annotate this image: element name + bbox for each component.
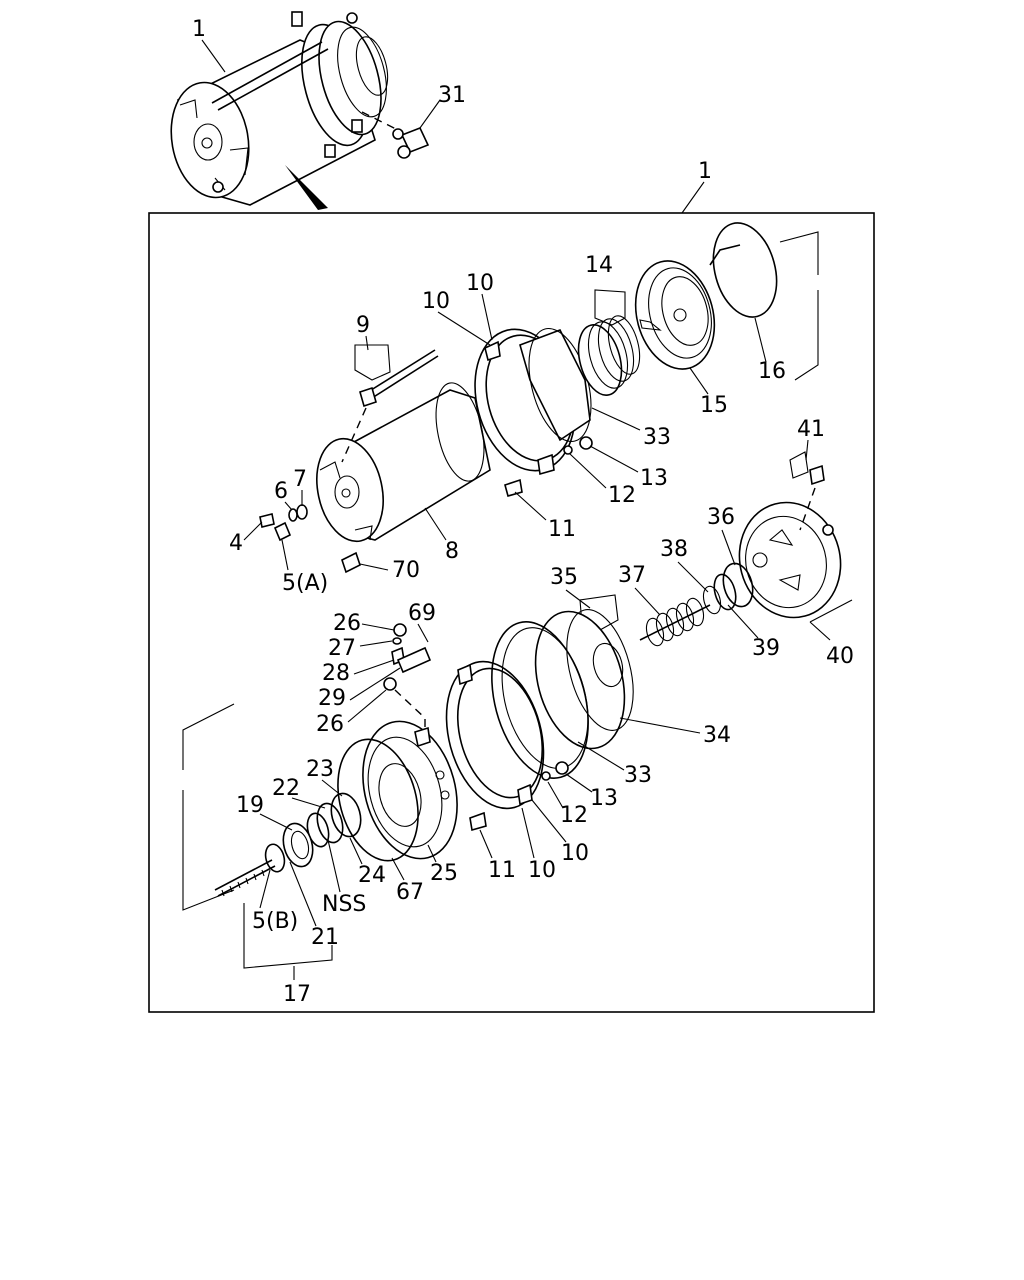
callout-29: 29 [318,686,346,711]
exploded-view-frame [148,212,875,1013]
callout-11-a: 11 [548,517,576,542]
callout-28: 28 [322,661,350,686]
callout-24: 24 [358,863,386,888]
callout-26-b: 26 [316,712,344,737]
callout-70: 70 [392,558,420,583]
callout-13-a: 13 [640,466,668,491]
callout-19: 19 [236,793,264,818]
callout-9: 9 [356,313,370,338]
callout-27: 27 [328,636,356,661]
callout-33-b: 33 [624,763,652,788]
callout-37: 37 [618,563,646,588]
upper-exploded-group [259,222,819,574]
callout-25: 25 [430,861,458,886]
callout-12-a: 12 [608,483,636,508]
callout-23: 23 [306,757,334,782]
callout-5a: 5(A) [282,571,328,596]
callout-17: 17 [283,982,311,1007]
callout-41: 41 [797,417,825,442]
callout-38: 38 [660,537,688,562]
callout-6: 6 [274,479,288,504]
callout-36: 36 [707,505,735,530]
callout-11-b: 11 [488,858,516,883]
callout-10-b: 10 [466,271,494,296]
callout-33-a: 33 [643,425,671,450]
callout-1-overview: 1 [192,17,206,42]
callout-40: 40 [826,644,854,669]
callout-35: 35 [550,565,578,590]
callout-10-c: 10 [528,858,556,883]
callout-nss: NSS [322,892,366,917]
callout-26-a: 26 [333,611,361,636]
callout-21: 21 [311,925,339,950]
callout-4: 4 [229,531,243,556]
callout-31: 31 [438,83,466,108]
callout-10-d: 10 [561,841,589,866]
callout-7: 7 [293,467,307,492]
callout-22: 22 [272,776,300,801]
callout-39: 39 [752,636,780,661]
callout-15: 15 [700,393,728,418]
callout-10-a: 10 [422,289,450,314]
callout-8: 8 [445,539,459,564]
callout-16: 16 [758,359,786,384]
callout-13-b: 13 [590,786,618,811]
lower-exploded-group [182,451,842,969]
callout-12-b: 12 [560,803,588,828]
callout-67: 67 [396,880,424,905]
callout-34: 34 [703,723,731,748]
callout-69: 69 [408,601,436,626]
overview-assembly [170,11,441,210]
callout-14: 14 [585,253,613,278]
callout-1-frame: 1 [698,159,712,184]
callout-5b: 5(B) [252,909,298,934]
